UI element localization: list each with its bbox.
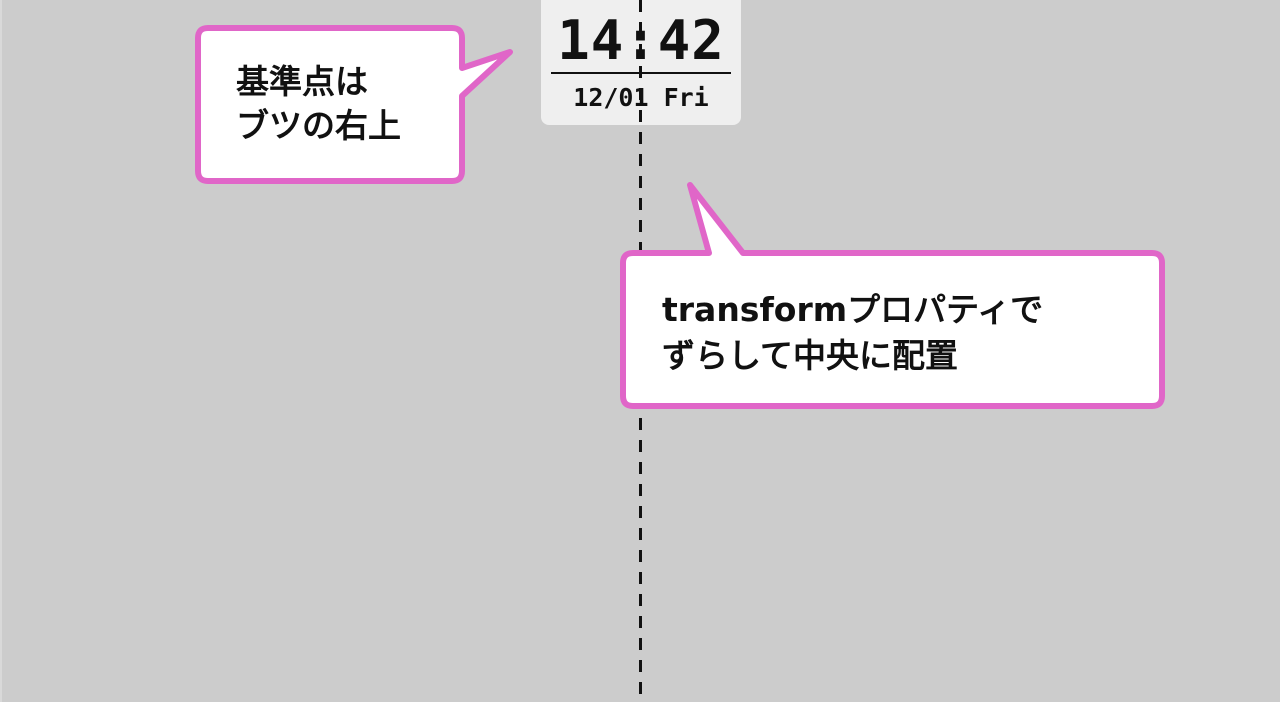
callout-bubble-origin (195, 25, 513, 184)
callout-transform-text: transformプロパティで ずらして中央に配置 (662, 287, 1043, 379)
callout-transform-line-1: transformプロパティで (662, 290, 1044, 329)
callout-bubble-transform (620, 182, 1165, 409)
callout-origin-line-2: ブツの右上 (236, 106, 401, 145)
canvas-left-edge (0, 0, 2, 702)
callout-origin-text: 基準点は ブツの右上 (236, 60, 401, 148)
callout-origin-line-1: 基準点は (236, 62, 368, 101)
callout-transform-line-2: ずらして中央に配置 (662, 336, 959, 375)
